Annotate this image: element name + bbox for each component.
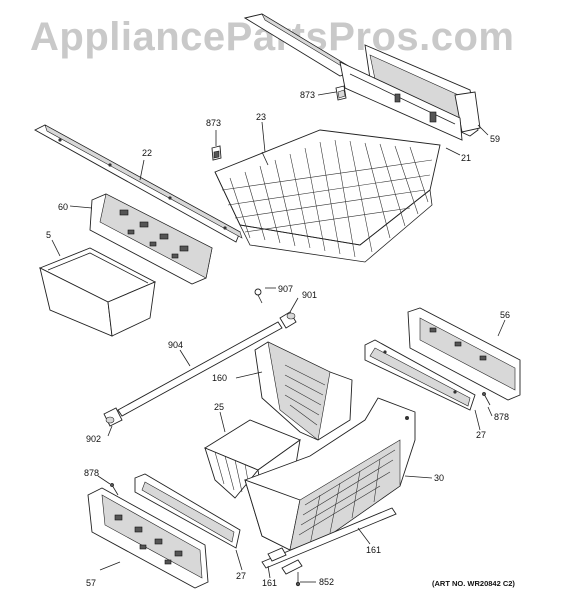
screw-878-right	[482, 392, 491, 406]
bushing-901	[279, 311, 297, 329]
callout-873-left: 873	[206, 118, 221, 128]
callout-5: 5	[46, 230, 51, 240]
callout-160: 160	[212, 373, 227, 383]
rod-904	[117, 321, 283, 417]
callout-56: 56	[500, 310, 510, 320]
art-number: (ART NO. WR20842 C2)	[432, 579, 515, 588]
bracket-57	[87, 487, 209, 589]
callout-878-right: 878	[494, 412, 509, 422]
screw-878-left	[110, 483, 119, 496]
callout-labels: 59 873 873 23 21 22 60 5 907 901 56 904 …	[46, 90, 510, 588]
callout-22: 22	[142, 148, 152, 158]
rail-27-right	[364, 339, 476, 411]
callout-30: 30	[434, 473, 444, 483]
rod-161-lower	[267, 547, 303, 575]
callout-901: 901	[302, 290, 317, 300]
basket-30	[244, 397, 416, 551]
rail-assembly-top	[243, 13, 481, 141]
clip-873-left	[211, 145, 222, 161]
callout-27-right: 27	[476, 430, 486, 440]
callout-57: 57	[86, 578, 96, 588]
screw-852	[295, 572, 301, 587]
callout-161-right: 161	[366, 545, 381, 555]
callout-161-left: 161	[262, 578, 277, 588]
clip-873-top	[335, 85, 347, 101]
callout-873-top: 873	[300, 90, 315, 100]
bracket-60	[89, 193, 213, 285]
slide-rail-22	[34, 124, 243, 243]
callout-60: 60	[58, 202, 68, 212]
rail-27-left	[134, 473, 241, 549]
callout-907: 907	[278, 284, 293, 294]
callout-59: 59	[490, 134, 500, 144]
wire-basket-23	[214, 129, 441, 263]
callout-23: 23	[256, 112, 266, 122]
callout-878-left: 878	[84, 468, 99, 478]
rod-161-upper	[261, 507, 397, 569]
callout-25: 25	[214, 402, 224, 412]
divider-160	[254, 341, 353, 441]
rail-56	[407, 307, 521, 401]
pan-5	[38, 247, 157, 337]
callout-904: 904	[168, 340, 183, 350]
callout-902: 902	[86, 434, 101, 444]
callout-852: 852	[319, 577, 334, 587]
callout-27-left: 27	[236, 571, 246, 581]
bushing-902	[103, 407, 123, 427]
callout-21: 21	[461, 153, 471, 163]
leader-lines	[51, 91, 506, 583]
screw-907	[254, 288, 263, 304]
